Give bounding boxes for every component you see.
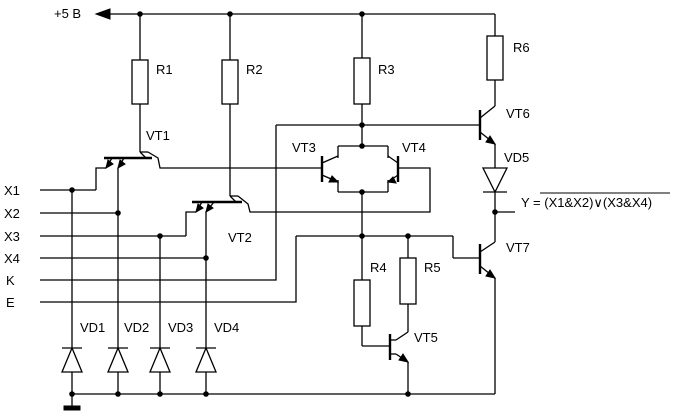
- label-r2: R2: [246, 62, 263, 77]
- input-x2-label: X2: [4, 206, 20, 221]
- diode-vd4: VD4: [195, 320, 239, 373]
- transistor-vt6: VT6: [478, 105, 530, 145]
- label-r4: R4: [370, 260, 387, 275]
- resistor-r3: R3: [353, 57, 395, 105]
- emitter-arrow-icon: [117, 159, 126, 170]
- power-label: +5 В: [54, 6, 81, 21]
- power-arrow-icon: [94, 8, 111, 20]
- transistor-vt3: VT3: [292, 140, 340, 183]
- input-x3-label: X3: [4, 229, 20, 244]
- diode-vd2: VD2: [107, 320, 149, 373]
- power-terminal: +5 В: [54, 6, 111, 21]
- resistor-r2: R2: [221, 59, 263, 105]
- input-x4-label: X4: [4, 251, 20, 266]
- resistor-r1: R1: [131, 59, 173, 105]
- transistor-vt2: VT2: [192, 195, 252, 245]
- output-formula: Y = (X1&X2)∨(X3&X4): [521, 192, 670, 210]
- label-vd2: VD2: [124, 320, 149, 335]
- label-vt4: VT4: [402, 140, 426, 155]
- output-prefix: Y =: [521, 195, 544, 210]
- diode-vd3: VD3: [149, 320, 193, 373]
- label-vt2: VT2: [228, 230, 252, 245]
- label-vd1: VD1: [80, 320, 105, 335]
- label-vd3: VD3: [168, 320, 193, 335]
- resistor-r5: R5: [399, 257, 441, 305]
- transistor-vt5: VT5: [388, 330, 438, 363]
- wiring: [40, 13, 515, 406]
- emitter-arrow-icon: [485, 269, 497, 279]
- label-vt3: VT3: [292, 140, 316, 155]
- diode-vd5: VD5: [481, 150, 529, 194]
- emitter-arrow-icon: [205, 203, 214, 214]
- emitter-arrow-icon: [105, 159, 114, 170]
- input-labels: X1 X2 X3 X4 K E: [4, 183, 20, 310]
- resistor-r4: R4: [353, 260, 387, 327]
- label-r1: R1: [156, 62, 173, 77]
- label-vt5: VT5: [414, 330, 438, 345]
- label-r3: R3: [378, 62, 395, 77]
- transistor-vt4: VT4: [386, 140, 426, 184]
- diode-vd1: VD1: [61, 320, 105, 373]
- label-vd4: VD4: [214, 320, 239, 335]
- output-formula-text: Y = (X1&X2)∨(X3&X4): [521, 195, 652, 210]
- output-expression: (X1&X2)∨(X3&X4): [544, 195, 652, 210]
- emitter-arrow-icon: [195, 203, 204, 214]
- ground-icon: [63, 405, 81, 411]
- label-vd5: VD5: [504, 150, 529, 165]
- ground-symbol: [63, 405, 81, 411]
- emitter-arrow-icon: [386, 176, 397, 184]
- input-x1-label: X1: [4, 183, 20, 198]
- label-vt7: VT7: [506, 240, 530, 255]
- label-r5: R5: [424, 260, 441, 275]
- input-k-label: K: [6, 273, 15, 288]
- emitter-arrow-icon: [328, 175, 340, 183]
- label-r6: R6: [513, 40, 530, 55]
- transistor-vt1: VT1: [104, 128, 170, 170]
- input-e-label: E: [6, 295, 15, 310]
- junction-dots: [69, 11, 498, 397]
- transistor-vt7: VT7: [478, 240, 530, 279]
- label-vt1: VT1: [146, 128, 170, 143]
- label-vt6: VT6: [506, 106, 530, 121]
- emitter-arrow-icon: [485, 135, 497, 145]
- resistor-r6: R6: [486, 35, 530, 81]
- emitter-arrow-icon: [398, 353, 410, 363]
